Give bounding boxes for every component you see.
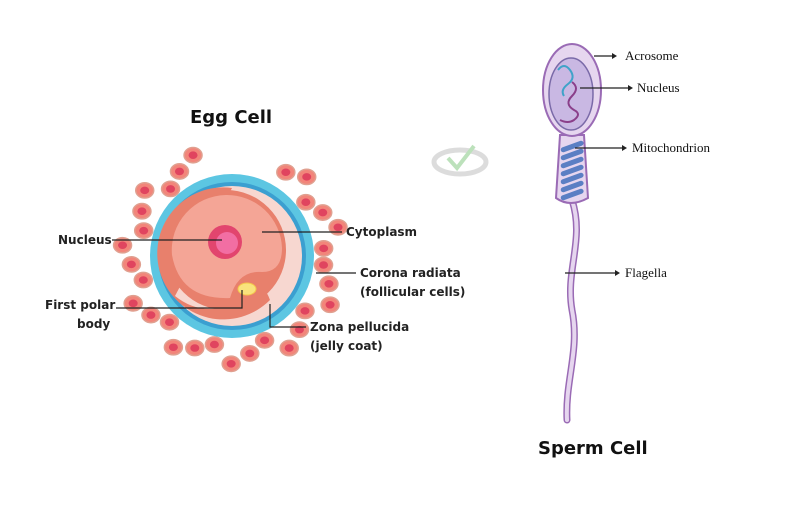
- label-zona-pellucida: Zona pellucida: [310, 320, 409, 334]
- label-nucleus: Nucleus: [58, 233, 112, 247]
- label-mitochondrion: Mitochondrion: [632, 140, 710, 155]
- sperm-cell-title: Sperm Cell: [538, 438, 648, 459]
- label-sperm-nucleus: Nucleus: [637, 80, 680, 95]
- mitochondrion: [560, 140, 584, 201]
- label-follicular-cells: (follicular cells): [360, 285, 465, 299]
- first-polar-body: [237, 282, 257, 296]
- corona-radiata-cells: [112, 146, 348, 373]
- label-corona-radiata: Corona radiata: [360, 266, 461, 280]
- label-jelly-coat: (jelly coat): [310, 339, 383, 353]
- label-body: body: [77, 317, 110, 331]
- label-flagella: Flagella: [625, 265, 667, 280]
- label-cytoplasm: Cytoplasm: [346, 225, 417, 239]
- sperm-nucleus: [548, 57, 594, 131]
- label-acrosome: Acrosome: [625, 48, 679, 63]
- label-first-polar: First polar: [45, 298, 115, 312]
- egg-cell-title: Egg Cell: [190, 107, 272, 128]
- watermark-logo: [431, 144, 489, 177]
